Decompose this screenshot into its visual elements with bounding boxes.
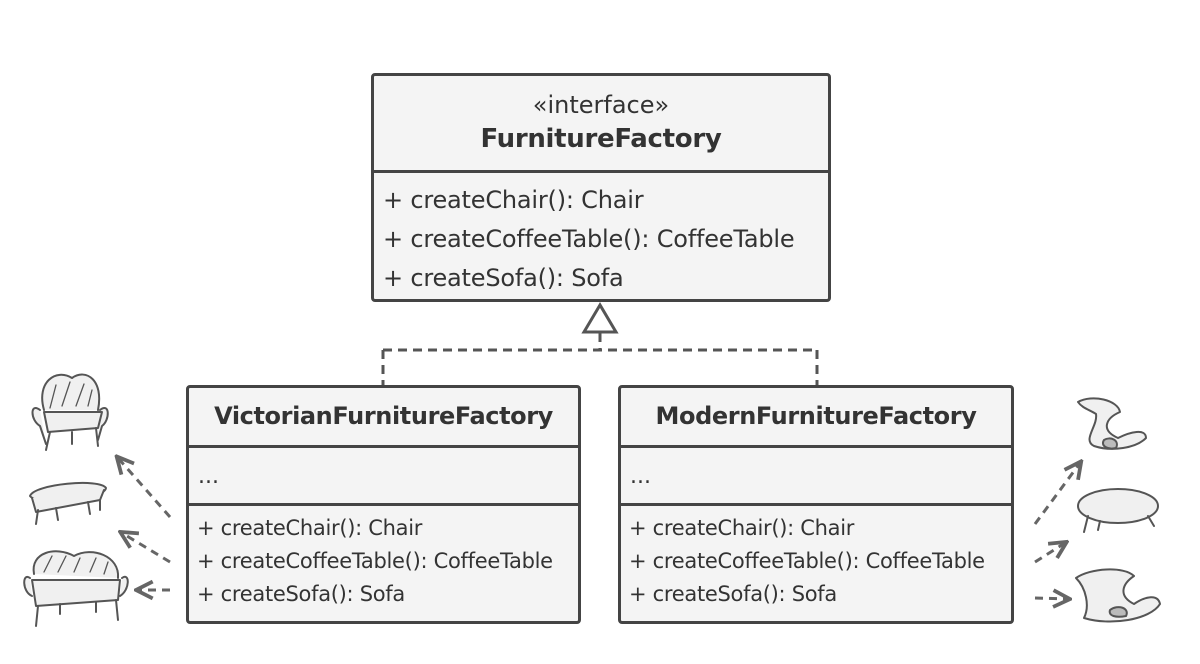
victorian-fields: ... (189, 448, 578, 506)
interface-methods: + createChair(): Chair + createCoffeeTab… (374, 173, 828, 298)
victorian-furniture-factory-class: VictorianFurnitureFactory ... + createCh… (186, 385, 581, 624)
realization-connector (381, 333, 819, 385)
modern-methods: + createChair(): Chair + createCoffeeTab… (621, 506, 1011, 611)
modern-method: + createChair(): Chair (629, 516, 855, 540)
victorian-method: + createChair(): Chair (197, 516, 423, 540)
modern-table-arrow (1034, 543, 1065, 564)
victorian-armchair-icon (31, 373, 109, 451)
interface-method: + createChair(): Chair (383, 186, 644, 214)
interface-header: «interface» FurnitureFactory (374, 76, 828, 173)
modern-method: + createSofa(): Sofa (629, 582, 837, 606)
victorian-coffee-table-icon (29, 482, 107, 525)
modern-chair-icon (1077, 397, 1147, 450)
modern-sofa-icon (1075, 568, 1161, 623)
victorian-method: + createSofa(): Sofa (197, 582, 405, 606)
furniture-factory-interface: «interface» FurnitureFactory + createCha… (371, 73, 831, 302)
victorian-table-arrow (122, 533, 171, 564)
victorian-method: + createCoffeeTable(): CoffeeTable (197, 549, 553, 573)
realization-arrowhead-icon (581, 302, 619, 334)
modern-sofa-arrow (1034, 598, 1068, 599)
victorian-methods: + createChair(): Chair + createCoffeeTab… (189, 506, 578, 611)
victorian-class-name: VictorianFurnitureFactory (189, 388, 578, 448)
interface-name: FurnitureFactory (480, 124, 722, 154)
modern-chair-arrow (1033, 463, 1080, 525)
modern-furniture-factory-class: ModernFurnitureFactory ... + createChair… (618, 385, 1014, 624)
modern-class-name: ModernFurnitureFactory (621, 388, 1011, 448)
modern-coffee-table-icon (1077, 488, 1159, 533)
interface-method: + createCoffeeTable(): CoffeeTable (383, 225, 795, 253)
modern-method: + createCoffeeTable(): CoffeeTable (629, 549, 985, 573)
victorian-sofa-icon (23, 550, 129, 627)
interface-stereotype: «interface» (532, 91, 670, 119)
modern-fields: ... (621, 448, 1011, 506)
victorian-chair-arrow (118, 458, 172, 518)
interface-method: + createSofa(): Sofa (383, 264, 624, 292)
